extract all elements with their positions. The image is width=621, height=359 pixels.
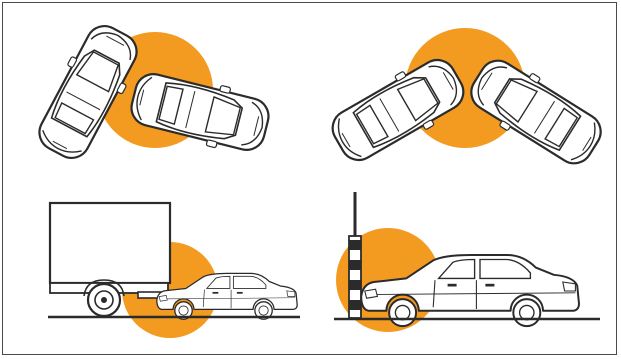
panel-front-corner-impact xyxy=(324,28,610,174)
car-icon xyxy=(324,49,473,171)
truck-cargo-box xyxy=(50,203,170,283)
panel-truck-underride xyxy=(48,203,300,338)
pole-icon xyxy=(349,192,361,318)
panel-side-impact xyxy=(29,17,274,166)
panel-pole-impact xyxy=(334,192,600,332)
